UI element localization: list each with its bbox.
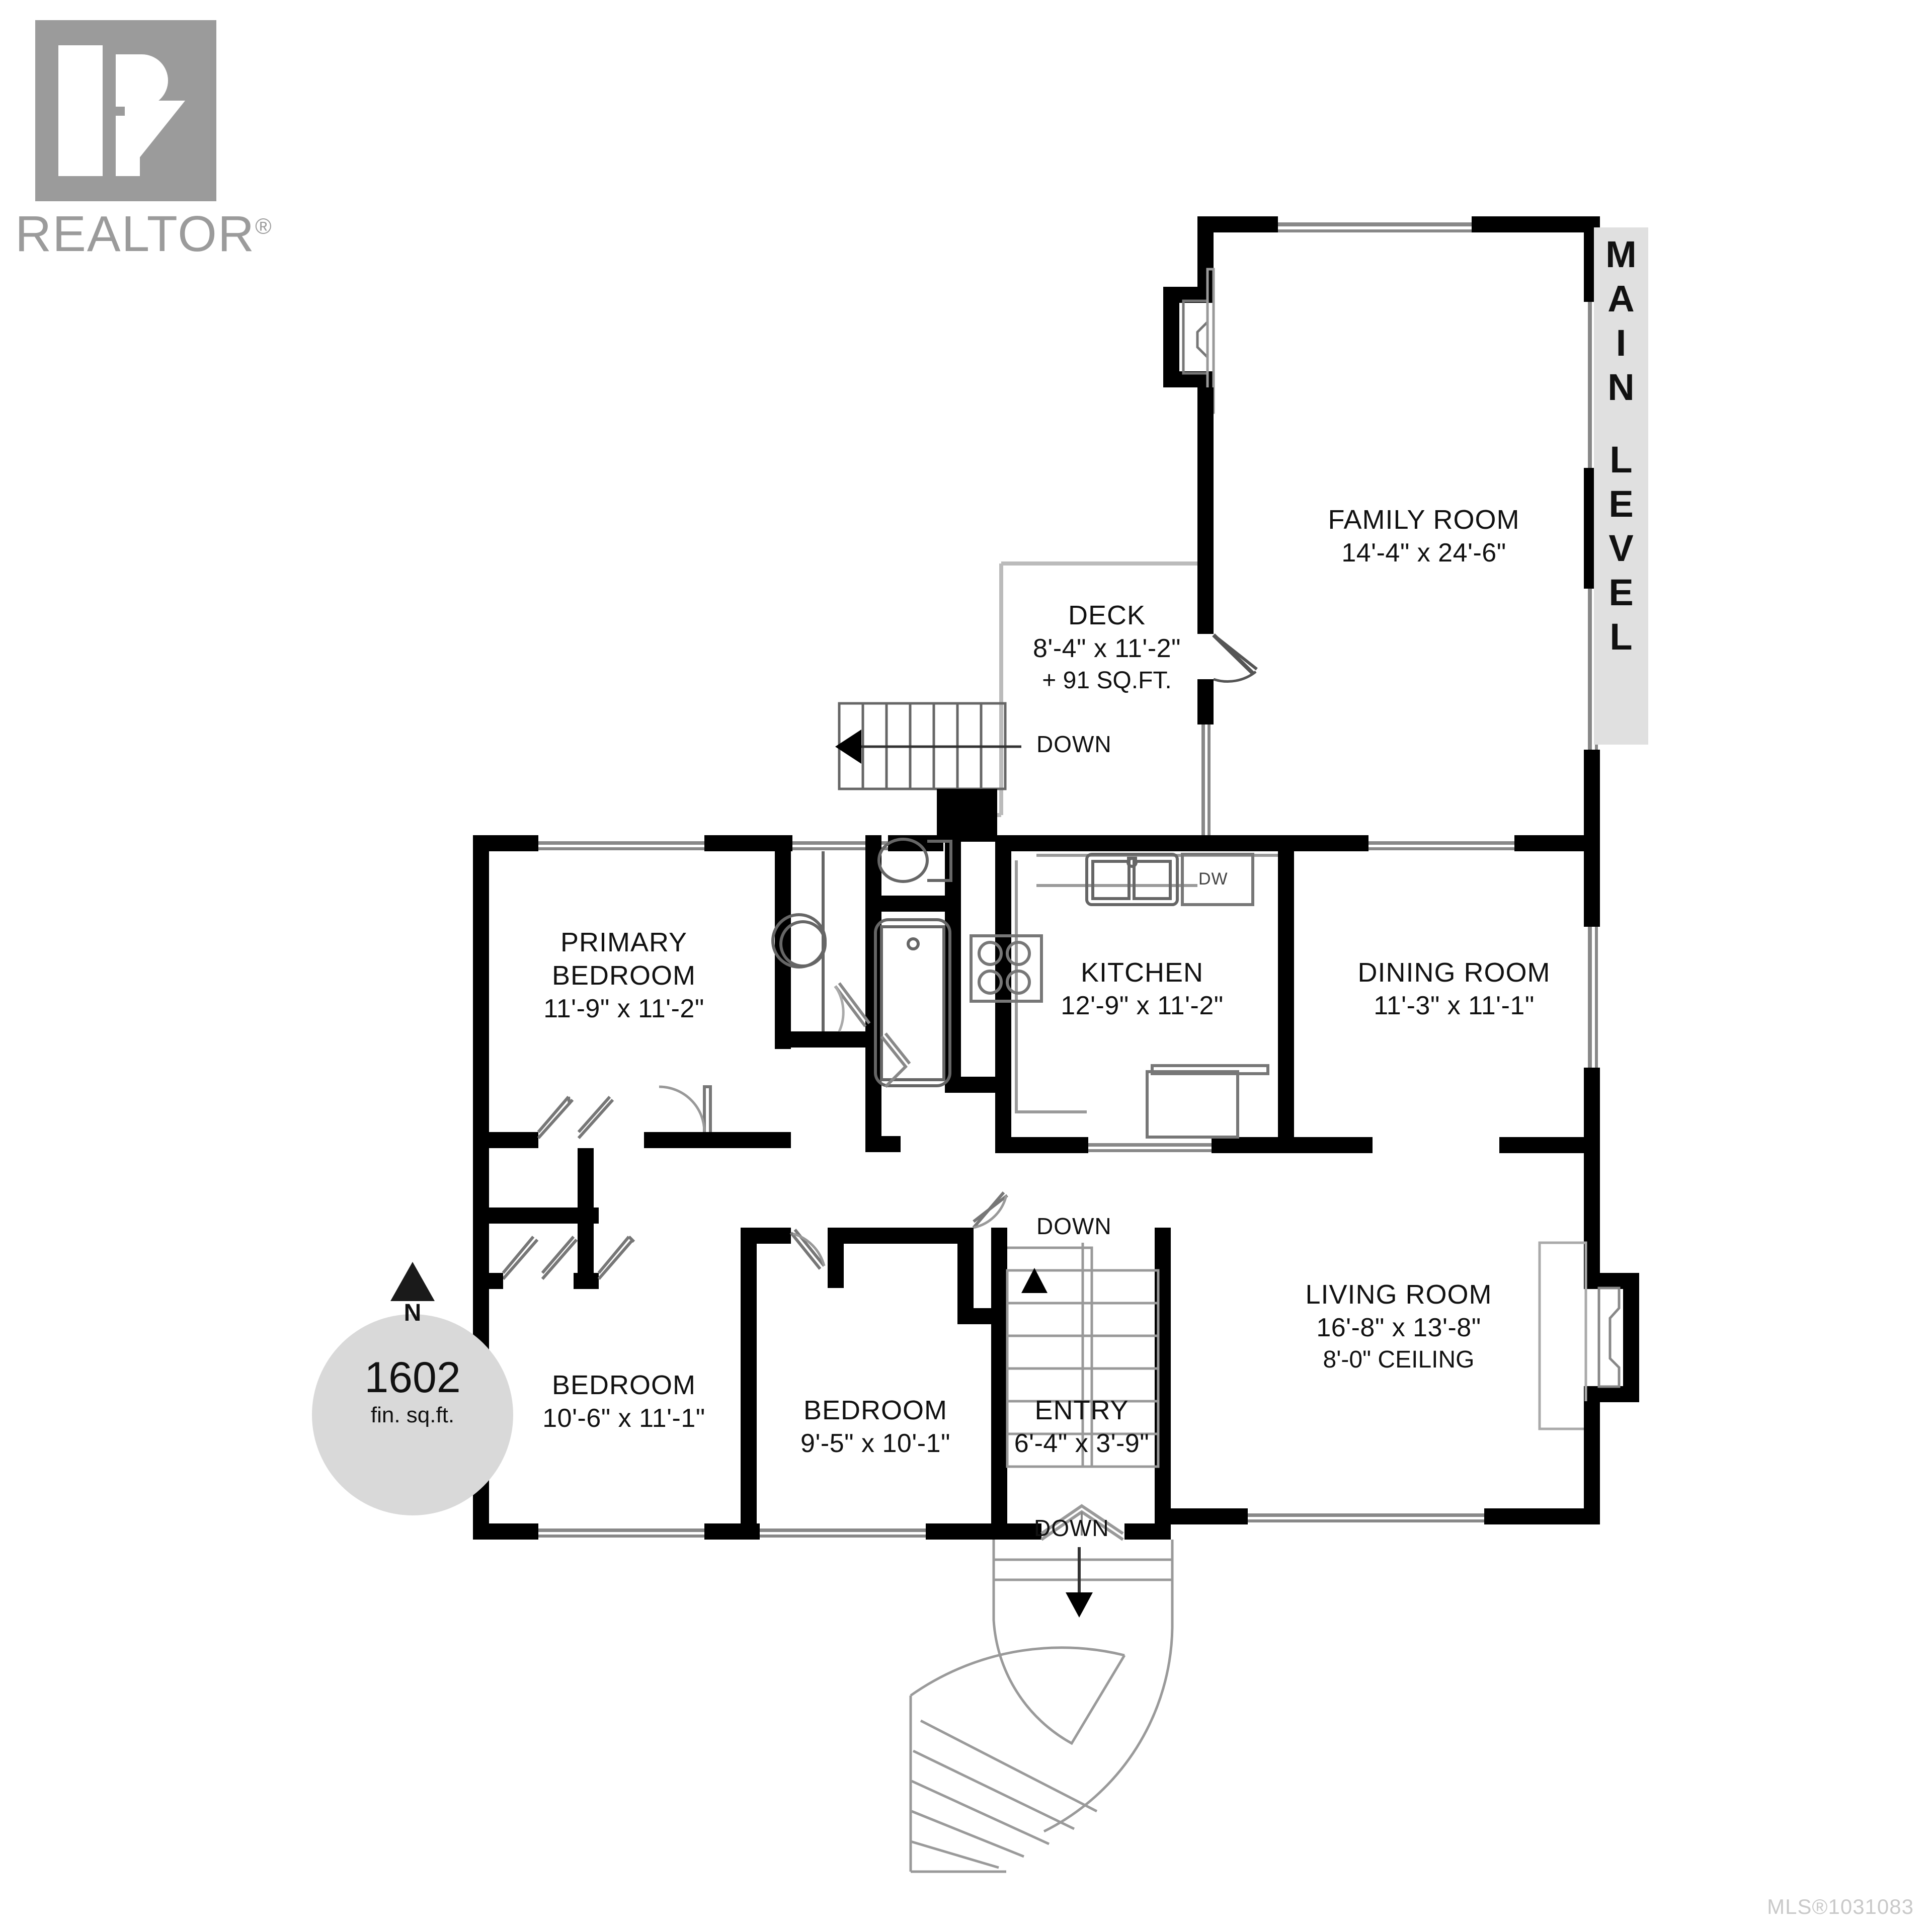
door-hall-closet (972, 1191, 1008, 1229)
annotation-deck-down: DOWN (1036, 731, 1112, 757)
level-letter-e2: E (1608, 572, 1634, 613)
closet-doors-bedroom2 (502, 1236, 578, 1280)
level-letter-e1: E (1608, 483, 1634, 525)
annotation-dishwasher: DW (1198, 869, 1228, 889)
deck-dimensions: 8'-4" x 11'-2" (1032, 634, 1181, 663)
door-primary-bedroom (659, 1085, 712, 1133)
room-label-dining-room: DINING ROOM 11'-3" x 11'-1" (1313, 956, 1595, 1022)
room-label-bedroom-2: BEDROOM 10'-6" x 11'-1" (503, 1369, 745, 1435)
mls-number: MLS®1031083 (1767, 1895, 1914, 1918)
level-letter-m: M (1605, 233, 1637, 275)
wall-group (473, 216, 1639, 1873)
family-room-name: FAMILY ROOM (1328, 505, 1520, 535)
deck-stairs (838, 702, 1021, 790)
area-badge-text: 1602 fin. sq.ft. (312, 1353, 513, 1429)
bath-fixtures (771, 838, 952, 1087)
living-room-dimensions: 16'-8" x 13'-8" (1316, 1313, 1481, 1342)
bedroom-2-name: BEDROOM (551, 1370, 696, 1400)
deck-name: DECK (1068, 600, 1146, 630)
primary-bedroom-name-line2: BEDROOM (551, 960, 696, 991)
realtor-r-bowl-inner (116, 54, 168, 107)
room-label-primary-bedroom: PRIMARY BEDROOM 11'-9" x 11'-2" (483, 926, 765, 1025)
kitchen-island (1146, 1064, 1269, 1139)
living-room-ceiling: 8'-0" CEILING (1323, 1346, 1475, 1373)
area-value: 1602 (364, 1353, 461, 1402)
compass-north-arrow (390, 1262, 435, 1301)
dining-room-name: DINING ROOM (1357, 957, 1551, 988)
front-door (1040, 1504, 1124, 1541)
closet-doors-primary (537, 1096, 614, 1140)
door-bedroom3 (789, 1229, 826, 1270)
stove (970, 934, 1043, 1003)
bedroom-2-dimensions: 10'-6" x 11'-1" (542, 1404, 705, 1433)
exterior-curved-stairs (909, 1540, 1174, 1873)
bedroom-3-name: BEDROOM (803, 1395, 948, 1425)
entry-name: ENTRY (1034, 1395, 1129, 1425)
bath-doors (834, 982, 911, 1088)
annotation-stair-down-lower: DOWN (1034, 1515, 1109, 1541)
area-badge-circle (312, 1314, 513, 1515)
kitchen-dimensions: 12'-9" x 11'-2" (1061, 991, 1224, 1020)
room-label-family-room: FAMILY ROOM 14'-4" x 24'-6" (1273, 503, 1575, 570)
entry-stairs (1006, 1243, 1160, 1468)
living-room-name: LIVING ROOM (1305, 1279, 1492, 1310)
level-letter-l1: L (1609, 439, 1633, 480)
realtor-wordmark: REALTOR® (15, 205, 273, 263)
room-label-deck: DECK 8'-4" x 11'-2" + 91 SQ.FT. (1001, 599, 1213, 696)
realtor-r-leg (125, 101, 185, 176)
entry-dimensions: 6'-4" x 3'-9" (1014, 1429, 1150, 1458)
level-letter-i: I (1616, 322, 1627, 364)
door-bedroom2 (597, 1235, 635, 1280)
family-room-dimensions: 14'-4" x 24'-6" (1341, 538, 1506, 568)
deck-extra-area: + 91 SQ.FT. (1042, 667, 1172, 694)
realtor-wordmark-text: REALTOR (15, 206, 256, 262)
bedroom-3-dimensions: 9'-5" x 10'-1" (800, 1429, 950, 1458)
level-letter-n: N (1607, 366, 1635, 408)
compass-north-label: N (404, 1300, 422, 1326)
level-letter-v: V (1608, 527, 1634, 569)
annotation-stair-down-upper: DOWN (1036, 1213, 1112, 1239)
kitchen-sink (1085, 853, 1179, 906)
kitchen-name: KITCHEN (1080, 957, 1203, 988)
level-label-tab: M A I N L E V E L (1594, 227, 1648, 745)
level-letter-a: A (1607, 278, 1635, 319)
realtor-logo: REALTOR® (15, 20, 271, 272)
realtor-left-bar (58, 45, 103, 176)
room-label-entry: ENTRY 6'-4" x 3'-9" (994, 1394, 1170, 1460)
room-label-kitchen: KITCHEN 12'-9" x 11'-2" (1016, 956, 1268, 1022)
dining-room-dimensions: 11'-3" x 11'-1" (1374, 991, 1535, 1020)
level-letter-l2: L (1609, 616, 1633, 658)
area-unit: fin. sq.ft. (370, 1403, 455, 1427)
room-label-bedroom-3: BEDROOM 9'-5" x 10'-1" (765, 1394, 986, 1460)
registered-trademark-icon: ® (255, 214, 273, 239)
primary-bedroom-dimensions: 11'-9" x 11'-2" (543, 994, 704, 1023)
room-label-living-room: LIVING ROOM 16'-8" x 13'-8" 8'-0" CEILIN… (1238, 1278, 1560, 1376)
primary-bedroom-name-line1: PRIMARY (560, 927, 688, 957)
dishwasher (1181, 853, 1254, 906)
